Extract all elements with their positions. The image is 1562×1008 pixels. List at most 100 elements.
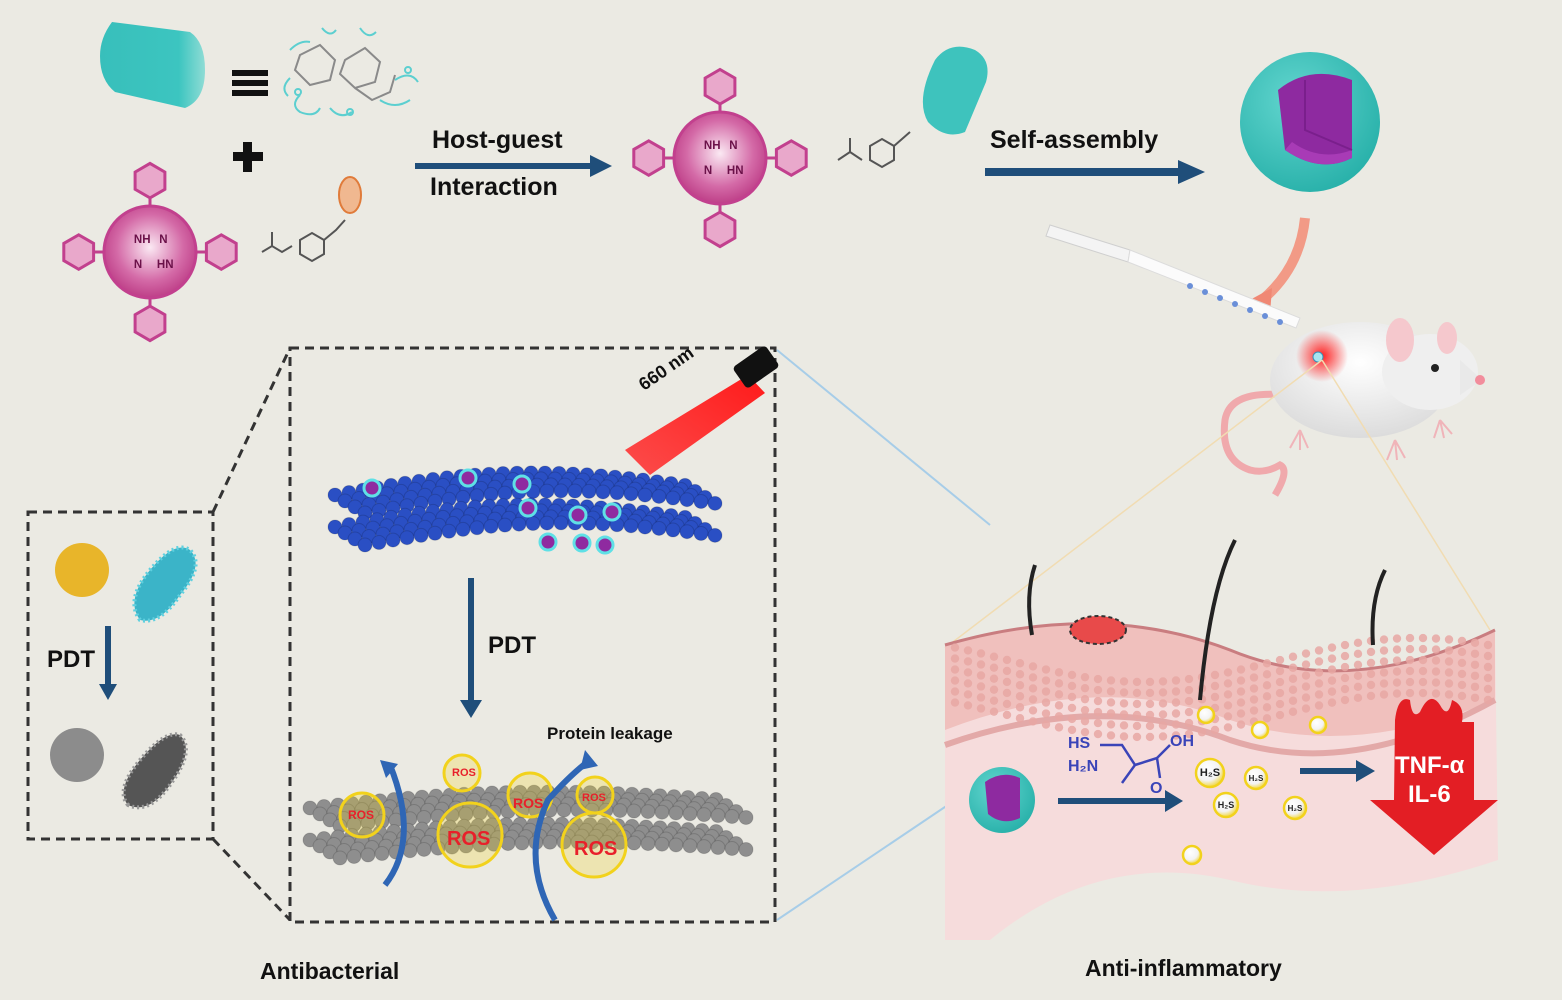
skin-cell [1171,698,1181,707]
lipid-head [665,522,681,538]
nanoparticle-in-membrane [538,532,558,552]
skin-cell [1132,721,1142,731]
dead-staph-icon [50,728,104,782]
skin-cell [1249,684,1259,693]
cyclodextrin-structure-icon [283,27,419,117]
skin-cell [1392,689,1402,698]
lipid-head [696,839,712,855]
ros-label: ROS [348,808,375,822]
skin-cell [1379,668,1389,677]
nanoparticle-in-membrane [362,478,382,498]
skin-cell [1366,691,1376,701]
porphyrin-core [102,204,198,300]
skin-cell [1145,721,1155,731]
equivalence-icon [232,70,268,96]
membrane-box [288,346,777,924]
skin-cell [1444,690,1454,699]
h2s-label: H₂S [1200,767,1220,779]
cytokine-arrow-icon [1300,760,1375,782]
skin-cell [963,701,973,710]
ros-bubble [560,811,628,879]
lipid-head [693,525,709,541]
lipid-head [654,836,670,852]
skin-cell [1275,677,1285,687]
skin-cell [1301,671,1311,680]
skin-cell [1015,681,1025,690]
skin-cell [1236,676,1246,685]
skin-cell [1080,683,1090,693]
lipid-head [696,807,712,823]
skin-cell [1340,662,1350,672]
phenyl-ring-icon [204,233,238,272]
il6-label: IL-6 [1408,781,1451,808]
skin-cell [1301,693,1311,702]
lipid-head [595,516,611,532]
lipid-head [444,839,460,855]
guest-linker-icon [261,176,362,263]
lipid-head [640,804,656,820]
skin-cell [1327,665,1337,674]
skin-cell [1327,698,1337,707]
lipid-head [374,846,390,862]
cysteine-nh2-label: H₂N [1068,758,1099,775]
skin-cell [1028,673,1038,682]
skin-cell [1483,684,1493,694]
skin-cell [1327,676,1337,685]
skin-cell [1353,638,1363,648]
skin-cell [963,690,973,699]
skin-cell [1093,685,1103,695]
cytokine-downregulation-icon [1370,698,1498,855]
cyclodextrin-cylinder-icon [100,22,205,108]
pdt-label: PDT [488,632,536,659]
nanoparticle-in-membrane [595,535,615,555]
skin-cell [1145,677,1155,687]
lipid-head [567,483,583,499]
skin-cell [1067,714,1077,724]
lipid-head [497,517,513,533]
skin-cell [1041,665,1051,674]
skin-cell [1366,669,1376,679]
host-guest-arrow-icon [415,155,612,177]
skin-cell [1041,709,1051,718]
lipid-head [651,488,667,504]
skin-cell [1067,681,1077,691]
lipid-head [371,535,387,551]
skin-cell [1093,718,1103,728]
skin-cell [1015,703,1025,712]
skin-cell [1405,633,1415,643]
skin-cell [1015,714,1025,723]
skin-cell [1210,670,1220,680]
h2s-molecule-icon [1194,757,1226,789]
skin-cell [1353,671,1363,681]
skin-cell [1327,654,1337,663]
lipid-head [584,834,600,850]
nanoparticle-in-membrane [512,474,532,494]
skin-cell [1275,666,1285,676]
skin-cell [1054,701,1064,710]
phenyl-ring-icon [774,139,808,178]
skin-cell [1301,682,1311,691]
skin-cell [1080,705,1090,715]
skin-cell [1002,666,1012,676]
skin-cell [1080,672,1090,682]
antibacterial-caption: Antibacterial [260,958,400,984]
skin-cell [976,693,986,702]
lipid-head [682,838,698,854]
skin-cell [1028,706,1038,715]
skin-cells-pattern [950,633,1493,742]
skin-cell [976,660,986,669]
skin-cell [1262,714,1272,723]
skin-cell [1093,674,1103,684]
skin-cell [1249,673,1259,682]
skin-cell [1184,696,1194,706]
skin-cell [1262,659,1272,668]
skin-cell [1483,673,1493,683]
skin-cell [963,679,973,688]
lipid-head [595,484,611,500]
skin-cell [1288,674,1298,683]
skin-cell [1314,657,1324,666]
skin-cell [1366,658,1376,668]
phenyl-ring-icon [62,233,96,272]
skin-cell [1288,707,1298,716]
